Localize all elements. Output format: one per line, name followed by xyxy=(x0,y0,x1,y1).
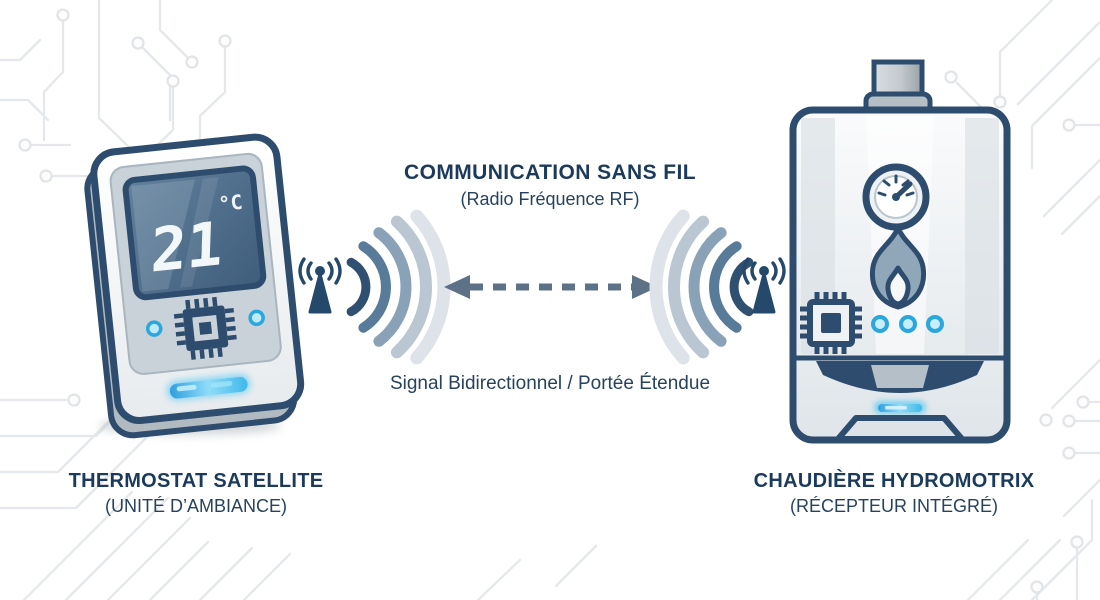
boiler-illustration xyxy=(788,56,1012,448)
thermostat-label-block: THERMOSTAT SATELLITE (UNITÉ D’AMBIANCE) xyxy=(14,468,378,518)
thermostat-sublabel: (UNITÉ D’AMBIANCE) xyxy=(104,496,287,516)
microchip-icon xyxy=(173,296,237,360)
led-indicator xyxy=(871,315,944,333)
thermostat-illustration: 21 °C xyxy=(81,130,310,441)
temperature-unit: °C xyxy=(217,190,243,216)
flame-icon xyxy=(869,225,927,310)
diagram-subtitle: (Radio Fréquence RF) xyxy=(460,189,640,210)
thermostat-screen: 21 °C xyxy=(122,165,267,301)
led-indicator xyxy=(145,309,265,337)
diagram-title: COMMUNICATION SANS FIL xyxy=(404,161,696,184)
bidirectional-arrow-icon xyxy=(444,275,658,299)
arrowhead-left xyxy=(444,275,470,299)
thermostat-label: THERMOSTAT SATELLITE xyxy=(68,470,324,492)
diagram-heading-block: COMMUNICATION SANS FIL (Radio Fréquence … xyxy=(0,160,1100,211)
temperature-readout: 21 xyxy=(150,209,224,287)
led-status-bar xyxy=(166,373,251,401)
arrowhead-right xyxy=(632,275,658,299)
boiler-label-block: CHAUDIÈRE HYDROMOTRIX (RÉCEPTEUR INTÉGRÉ… xyxy=(706,468,1082,518)
boiler-label: CHAUDIÈRE HYDROMOTRIX xyxy=(753,470,1035,492)
pressure-gauge-icon xyxy=(862,163,930,231)
boiler-sublabel: (RÉCEPTEUR INTÉGRÉ) xyxy=(789,496,998,516)
led-status-bar xyxy=(874,401,926,414)
rf-antenna-icon xyxy=(298,257,342,314)
link-caption: Signal Bidirectionnel / Portée Étendue xyxy=(389,373,711,394)
signal-waves-icon xyxy=(346,209,451,365)
boiler-lower-panel xyxy=(796,355,1004,393)
microchip-icon xyxy=(800,292,862,354)
rf-antenna-icon xyxy=(742,257,786,314)
boiler-base-vent xyxy=(835,415,965,442)
